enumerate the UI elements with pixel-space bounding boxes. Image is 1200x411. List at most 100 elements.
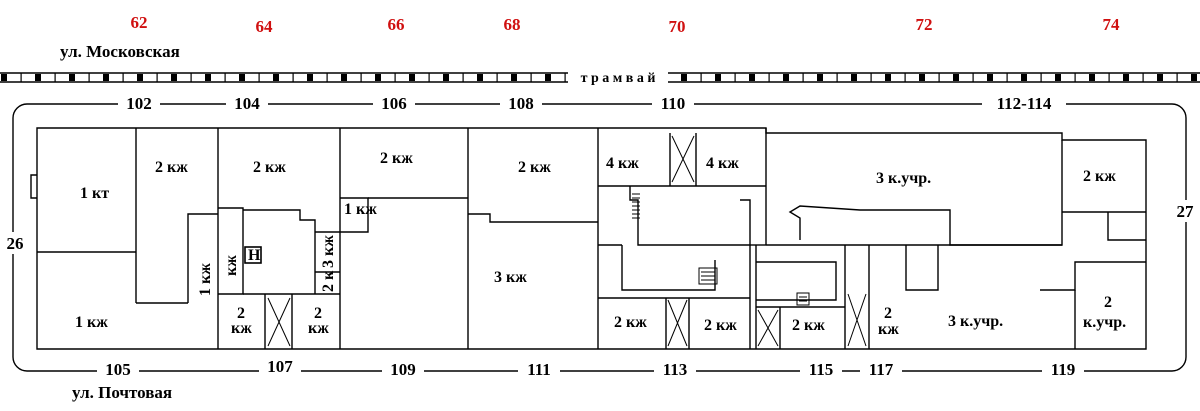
room-label: 2 кж	[704, 317, 737, 334]
room-label: 2 кж	[1083, 168, 1116, 185]
tram-rail: т р а м в а й	[0, 71, 1200, 86]
room-labels: 1 кт 1 кж 2 кж 2 кж 1 кж кж Н 3 кж 2 к 2…	[75, 150, 1126, 338]
top-number-66: 66	[388, 15, 405, 34]
rail-tie	[768, 73, 770, 82]
rail-tie	[545, 74, 551, 81]
rail-tie	[1191, 74, 1197, 81]
rail-tie	[1108, 73, 1110, 82]
room-label: 3 к.учр.	[876, 170, 931, 187]
rail-tie	[1021, 74, 1027, 81]
north-number-106: 106	[381, 94, 407, 113]
south-number-115: 115	[809, 360, 834, 379]
rail-tie	[190, 73, 192, 82]
rail-tie	[156, 73, 158, 82]
rail-tie	[258, 73, 260, 82]
rail-tie	[103, 74, 109, 81]
south-number-117: 117	[869, 360, 894, 379]
room-label: 1 кж	[75, 314, 108, 331]
rail-tie	[307, 74, 313, 81]
rail-tie	[511, 74, 517, 81]
rail-tie	[69, 74, 75, 81]
top-number-72: 72	[916, 15, 933, 34]
room-label: 2 кж	[518, 159, 551, 176]
rail-tie	[394, 73, 396, 82]
rail-tie	[987, 74, 993, 81]
tram-label: т р а м в а й	[581, 71, 656, 86]
rail-tie	[885, 74, 891, 81]
rail-tie	[137, 74, 143, 81]
rail-tie	[1006, 73, 1008, 82]
rail-tie	[564, 73, 566, 82]
rail-tie	[749, 74, 755, 81]
rail-tie	[496, 73, 498, 82]
room-label: кж	[878, 321, 899, 338]
rail-tie	[904, 73, 906, 82]
rail-tie	[681, 74, 687, 81]
rail-tie	[54, 73, 56, 82]
room-label: 3 кж	[494, 269, 527, 286]
room-label: 2 кж	[614, 314, 647, 331]
room-label: 2 кж	[253, 159, 286, 176]
rail-tie	[171, 74, 177, 81]
rail-tie	[700, 73, 702, 82]
south-number-107: 107	[267, 357, 293, 376]
rail-tie	[375, 74, 381, 81]
rail-tie	[1089, 74, 1095, 81]
room-label: 1 кж	[344, 201, 377, 218]
rail-tie	[1055, 74, 1061, 81]
rail-tie	[224, 73, 226, 82]
rail-tie	[326, 73, 328, 82]
rail-tie	[1, 74, 7, 81]
rail-tie	[205, 74, 211, 81]
outer-border	[12, 103, 1187, 372]
rail-tie	[1040, 73, 1042, 82]
street-north: ул. Московская	[60, 42, 180, 61]
room-label: к.учр.	[1083, 314, 1126, 331]
rail-tie	[836, 73, 838, 82]
room-label: кж	[231, 320, 252, 337]
top-house-numbers: 62 64 66 68 70 72 74	[131, 13, 1121, 36]
south-number-111: 111	[527, 360, 551, 379]
rail-tie	[462, 73, 464, 82]
rail-tie	[802, 73, 804, 82]
south-number-119: 119	[1051, 360, 1076, 379]
room-label: 3 кж	[320, 235, 337, 268]
rail-tie	[443, 74, 449, 81]
rail-tie	[1123, 74, 1129, 81]
rail-tie	[851, 74, 857, 81]
rail-tie	[1074, 73, 1076, 82]
room-label: 2 кж	[155, 159, 188, 176]
rail-tie	[953, 74, 959, 81]
rail-tie	[428, 73, 430, 82]
south-number-105: 105	[105, 360, 131, 379]
rail-tie	[273, 74, 279, 81]
room-label: 4 кж	[606, 155, 639, 172]
rail-tie	[88, 73, 90, 82]
room-label: 1 кж	[197, 263, 214, 296]
rail-tie	[292, 73, 294, 82]
rail-tie	[409, 74, 415, 81]
street-south: ул. Почтовая	[72, 383, 172, 402]
room-label: 2	[884, 305, 892, 322]
room-label: кж	[223, 255, 240, 276]
rail-tie	[715, 74, 721, 81]
south-number-113: 113	[663, 360, 688, 379]
rail-tie	[817, 74, 823, 81]
room-label: 2 кж	[792, 317, 825, 334]
east-number-27: 27	[1177, 202, 1195, 221]
south-number-109: 109	[390, 360, 416, 379]
top-number-74: 74	[1103, 15, 1121, 34]
rail-tie	[1157, 74, 1163, 81]
rail-tie	[35, 74, 41, 81]
rail-tie	[360, 73, 362, 82]
north-number-102: 102	[126, 94, 152, 113]
rail-tie	[530, 73, 532, 82]
rail-tie	[734, 73, 736, 82]
rail-tie	[122, 73, 124, 82]
room-label-h: Н	[248, 247, 261, 264]
room-label: 4 кж	[706, 155, 739, 172]
room-label: 1 кт	[80, 185, 109, 202]
rail-tie	[870, 73, 872, 82]
room-label: 2 к	[320, 270, 337, 292]
